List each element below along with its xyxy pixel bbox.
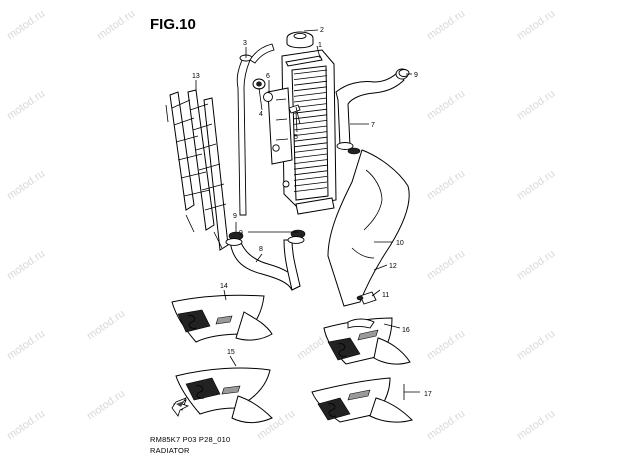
- watermark-text: motod.ru: [5, 408, 47, 443]
- radiator-shroud: [327, 149, 410, 307]
- callout-1: 1: [318, 42, 322, 49]
- watermark-layer: motod.ru motod.ru motod.ru motod.ru motod.ru…: [5, 8, 557, 443]
- radiator-fin: [293, 136, 328, 142]
- radiator-fin: [293, 86, 328, 92]
- callout-2: 2: [320, 27, 324, 34]
- callout-3: 3: [243, 40, 247, 47]
- upper-radiator-hose: [335, 68, 410, 155]
- callout-9-left: 9: [233, 213, 237, 220]
- watermark-text: motod.ru: [515, 248, 557, 283]
- callout-17: 17: [424, 391, 432, 398]
- radiator-fin: [293, 159, 328, 164]
- callout-14: 14: [220, 283, 228, 290]
- radiator-fin: [293, 164, 328, 170]
- radiator-cap: [286, 31, 314, 49]
- watermark-text: motod.ru: [85, 388, 127, 423]
- callout-7: 7: [371, 122, 375, 129]
- radiator-louver-guard: [165, 89, 229, 251]
- callout-16: 16: [402, 327, 410, 334]
- radiator-fittings: [252, 78, 301, 125]
- part-callouts: 1 2 3 4 5 6 7 8 9 9 9 10 11 12 13 14 15 …: [192, 27, 432, 398]
- tank-graphic-left: [173, 367, 273, 423]
- radiator-fin: [293, 176, 328, 181]
- watermark-text: motod.ru: [425, 8, 467, 43]
- callout-9-top: 9: [414, 72, 418, 79]
- radiator-core: [267, 49, 337, 215]
- radiator-fin: [293, 131, 328, 136]
- tank-graphic-right: [311, 377, 413, 423]
- front-direction-arrow-icon: [171, 397, 190, 417]
- watermark-text: motod.ru: [95, 8, 137, 43]
- watermark-text: motod.ru: [515, 408, 557, 443]
- watermark-text: motod.ru: [425, 248, 467, 283]
- watermark-text: motod.ru: [515, 8, 557, 43]
- breather-hose: [236, 43, 275, 216]
- callout-11: 11: [382, 292, 389, 299]
- callout-6: 6: [266, 73, 270, 80]
- radiator-fin: [293, 108, 328, 114]
- watermark-text: motod.ru: [5, 168, 47, 203]
- leader-lines: [195, 29, 420, 400]
- callout-15: 15: [227, 349, 235, 356]
- radiator-fin: [293, 103, 328, 108]
- watermark-text: motod.ru: [85, 308, 127, 343]
- figure-name: RADIATOR: [150, 446, 190, 455]
- radiator-fin: [293, 148, 328, 153]
- callout-4: 4: [259, 111, 263, 118]
- radiator-fin: [293, 80, 328, 86]
- figure-code: RM85K7 P03 P28_010: [150, 435, 231, 444]
- lower-radiator-hose: [225, 229, 306, 291]
- watermark-text: motod.ru: [5, 88, 47, 123]
- shroud-bolt: [356, 291, 377, 305]
- watermark-text: motod.ru: [515, 168, 557, 203]
- radiator-fin: [293, 181, 328, 187]
- watermark-text: motod.ru: [425, 168, 467, 203]
- callout-10: 10: [396, 240, 404, 247]
- watermark-text: motod.ru: [5, 328, 47, 363]
- watermark-text: motod.ru: [425, 408, 467, 443]
- radiator-fin: [293, 142, 328, 148]
- callout-9-mid: 9: [239, 230, 243, 237]
- watermark-text: motod.ru: [515, 328, 557, 363]
- shroud-graphic-right: [323, 317, 411, 365]
- figure-title: FIG.10: [150, 16, 196, 33]
- radiator-fin: [293, 187, 328, 192]
- radiator-fin: [293, 114, 328, 120]
- radiator-fin: [293, 153, 328, 159]
- radiator-fin: [293, 170, 328, 176]
- watermark-text: motod.ru: [515, 88, 557, 123]
- watermark-text: motod.ru: [425, 328, 467, 363]
- callout-13: 13: [192, 73, 200, 80]
- radiator-fin: [293, 125, 328, 131]
- callout-12: 12: [389, 263, 397, 270]
- callout-5: 5: [294, 134, 298, 141]
- radiator-fin: [293, 69, 328, 75]
- radiator-fin: [293, 75, 328, 80]
- shroud-graphic-left: [171, 294, 273, 343]
- watermark-text: motod.ru: [5, 8, 47, 43]
- radiator-fin: [293, 97, 328, 103]
- radiator-fin: [293, 92, 328, 97]
- radiator-fin: [293, 120, 328, 125]
- callout-8: 8: [259, 246, 263, 253]
- watermark-text: motod.ru: [5, 248, 47, 283]
- watermark-text: motod.ru: [425, 88, 467, 123]
